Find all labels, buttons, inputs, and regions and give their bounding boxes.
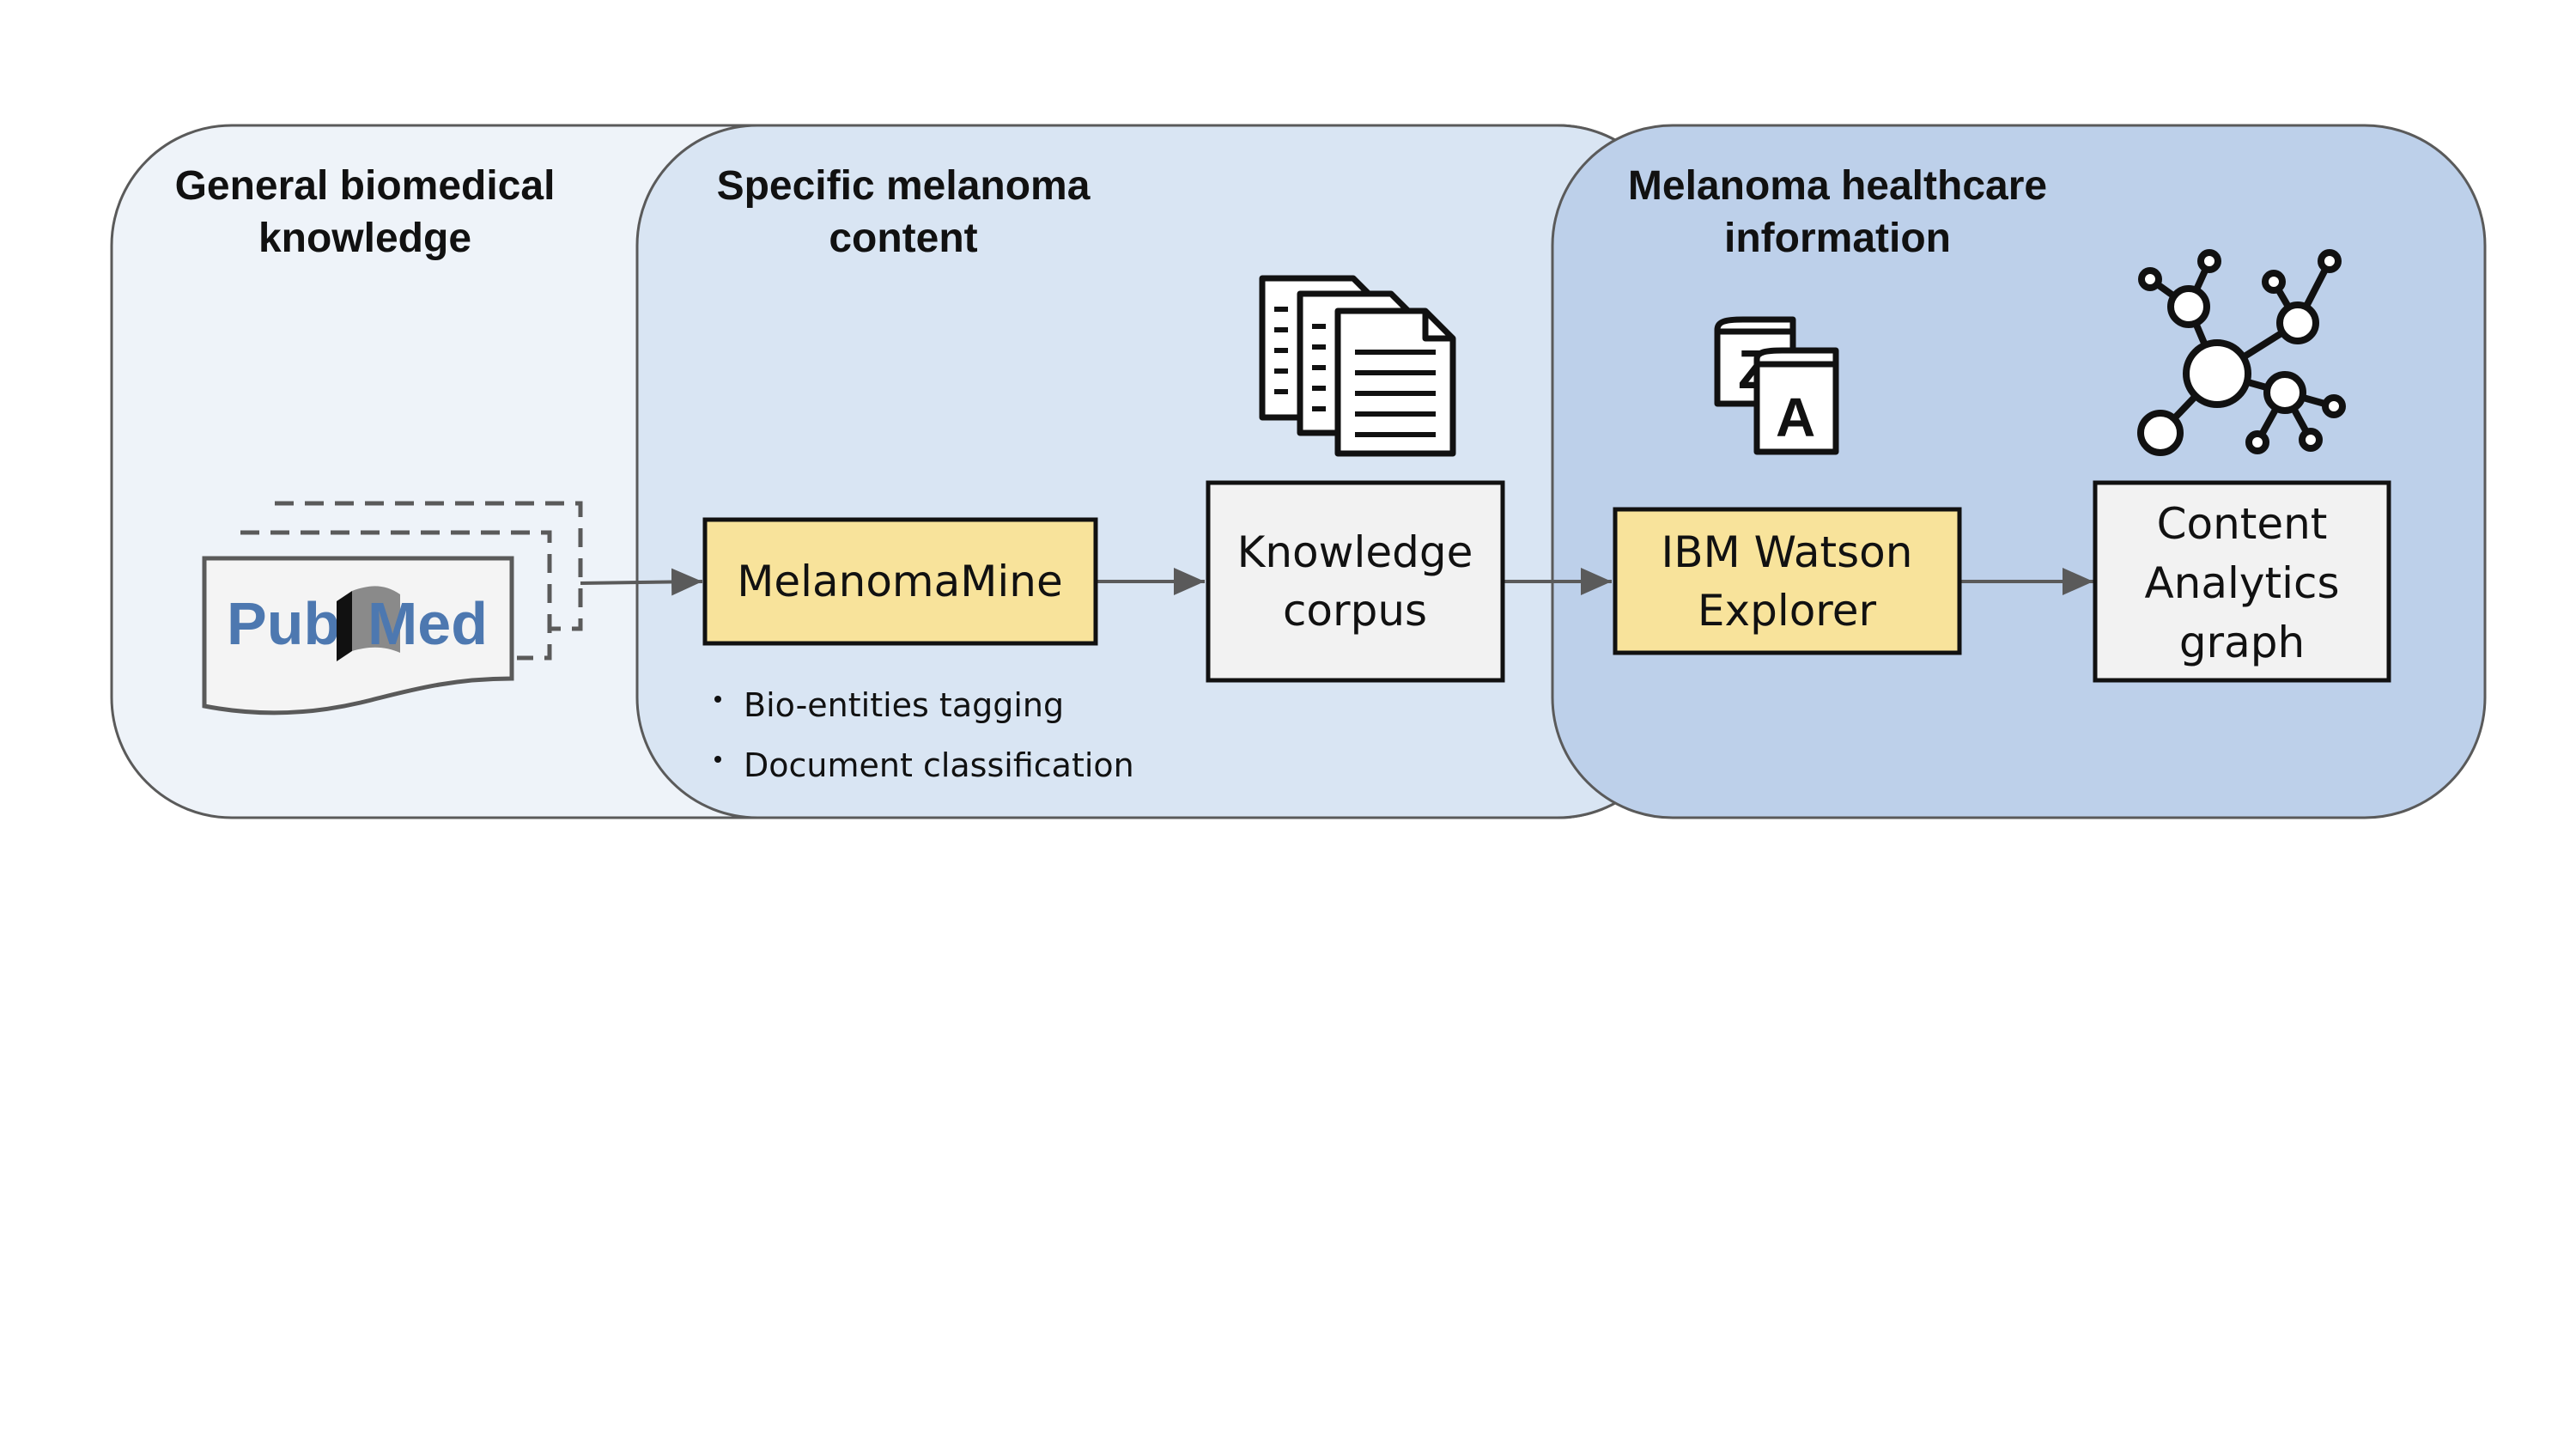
dictionary-az-icon: Z A: [1714, 316, 1839, 455]
panel-title-specific-line2: content: [829, 216, 977, 261]
bullet-dot: [714, 696, 721, 703]
bullet-bio-entities: Bio-entities tagging: [744, 686, 1064, 724]
analytics-label-line1: Content: [2157, 499, 2328, 549]
dictionary-letter-a: A: [1776, 387, 1815, 448]
pubmed-document-stack: Pub Med: [202, 501, 583, 715]
network-graph-icon: [2137, 249, 2346, 456]
watson-label-line1: IBM Watson: [1662, 527, 1913, 577]
pubmed-logo: Pub Med: [227, 586, 488, 661]
pubmed-logo-med: Med: [368, 590, 488, 657]
corpus-label-line1: Knowledge: [1237, 527, 1473, 577]
bullet-document-classification: Document classification: [744, 746, 1134, 784]
panel-title-specific: Specific melanoma: [717, 163, 1091, 209]
melanomamine-box: MelanomaMine: [702, 517, 1098, 646]
ibm-watson-explorer-box: IBM Watson Explorer: [1613, 507, 1962, 655]
watson-label-line2: Explorer: [1698, 586, 1877, 636]
corpus-label-line2: corpus: [1283, 586, 1427, 636]
panel-title-general: General biomedical: [175, 163, 556, 209]
content-analytics-graph-box: Content Analytics graph: [2093, 480, 2391, 683]
flow-arrows: [580, 568, 2093, 596]
documents-icon: [1259, 275, 1456, 457]
bullet-dot: [714, 756, 721, 763]
panel-title-healthcare-line2: information: [1724, 216, 1951, 261]
analytics-label-line2: Analytics: [2144, 558, 2339, 608]
panel-title-healthcare: Melanoma healthcare: [1628, 163, 2047, 209]
pubmed-logo-pub: Pub: [227, 590, 340, 657]
melanomamine-label: MelanomaMine: [737, 557, 1063, 606]
arrow-pubmed-to-melanomamine: [580, 568, 703, 596]
panel-healthcare-information: Melanoma healthcare information: [1551, 124, 2487, 819]
knowledge-corpus-box: Knowledge corpus: [1206, 480, 1505, 683]
melanomamine-features: Bio-entities tagging Document classifica…: [714, 686, 1134, 784]
analytics-label-line3: graph: [2179, 618, 2305, 667]
panel-title-general-line2: knowledge: [258, 216, 471, 261]
